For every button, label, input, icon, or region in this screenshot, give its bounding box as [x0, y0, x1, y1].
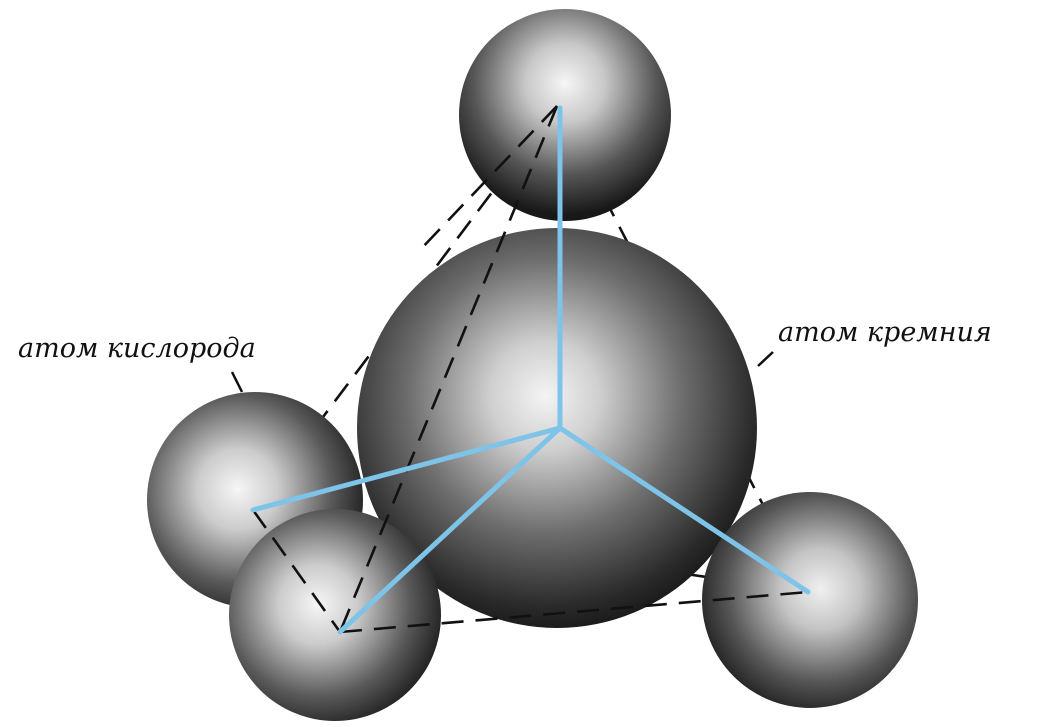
oxygen-atom-label: атом кислорода — [18, 333, 256, 364]
silicon-atom-label: атом кремния — [778, 317, 992, 348]
silicon-label-leader — [758, 352, 773, 366]
oxygen-atom-right — [702, 492, 918, 708]
oxygen-label-leader — [232, 372, 242, 392]
oxygen-atom-front — [229, 509, 441, 721]
oxygen-atom-top — [459, 9, 671, 221]
